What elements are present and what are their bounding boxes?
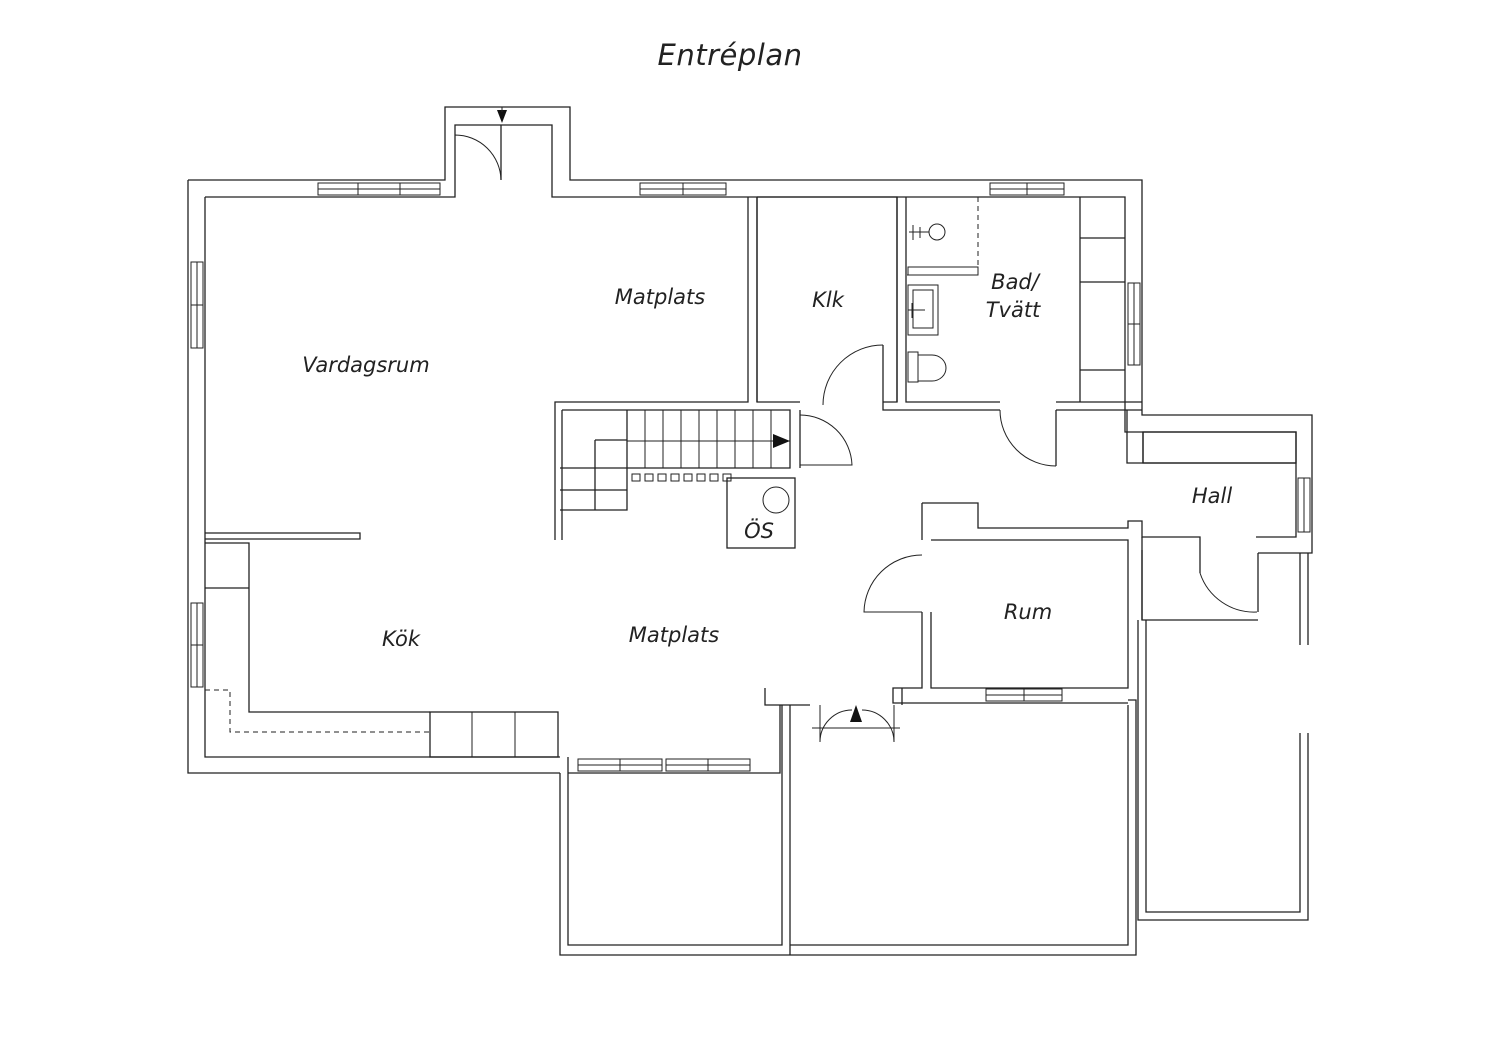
plan-title: Entréplan <box>657 38 803 72</box>
kitchen-counters <box>205 689 559 758</box>
bath-fixtures <box>906 197 979 383</box>
label-bad-line2: Tvätt <box>986 298 1041 322</box>
entrance-door <box>454 107 507 181</box>
label-vardagsrum: Vardagsrum <box>302 353 429 377</box>
entrance-arrow <box>497 110 507 123</box>
label-hall: Hall <box>1192 484 1232 508</box>
klk-door <box>822 344 884 406</box>
label-rum: Rum <box>1004 600 1052 624</box>
window-bottom-rum <box>985 688 1063 702</box>
stair-direction-arrow <box>773 434 790 448</box>
stair-door <box>799 410 853 468</box>
label-bad-line1: Bad/ <box>991 270 1041 294</box>
hall-cupboard <box>1142 431 1297 464</box>
patio-arrow <box>850 705 862 722</box>
bath-door <box>999 409 1057 467</box>
window-top-bath <box>989 182 1065 196</box>
staircase <box>560 409 791 540</box>
sink-icon <box>907 284 939 336</box>
window-right-bath <box>1127 282 1141 366</box>
shower-icon <box>906 197 979 276</box>
hall-door <box>1199 572 1258 613</box>
doors <box>454 107 1258 743</box>
window-bottom-kitchen <box>577 758 751 772</box>
os-unit <box>726 477 796 549</box>
windows <box>190 182 1311 772</box>
window-top-mid <box>639 182 727 196</box>
window-top-left <box>317 182 441 196</box>
window-left-upper <box>190 261 204 349</box>
rum-door <box>863 554 923 613</box>
label-kok: Kök <box>382 627 421 651</box>
label-matplats-upper: Matplats <box>615 285 705 309</box>
window-right-hall <box>1297 477 1311 533</box>
label-os: ÖS <box>744 518 774 543</box>
label-klk: Klk <box>812 288 845 312</box>
toilet-icon <box>907 351 947 383</box>
window-left-lower <box>190 602 204 688</box>
interior-walls <box>205 196 1296 713</box>
room-labels: Vardagsrum Matplats Klk Bad/ Tvätt Hall … <box>302 270 1232 651</box>
label-matplats-lower: Matplats <box>629 623 719 647</box>
patio-door <box>812 705 900 743</box>
